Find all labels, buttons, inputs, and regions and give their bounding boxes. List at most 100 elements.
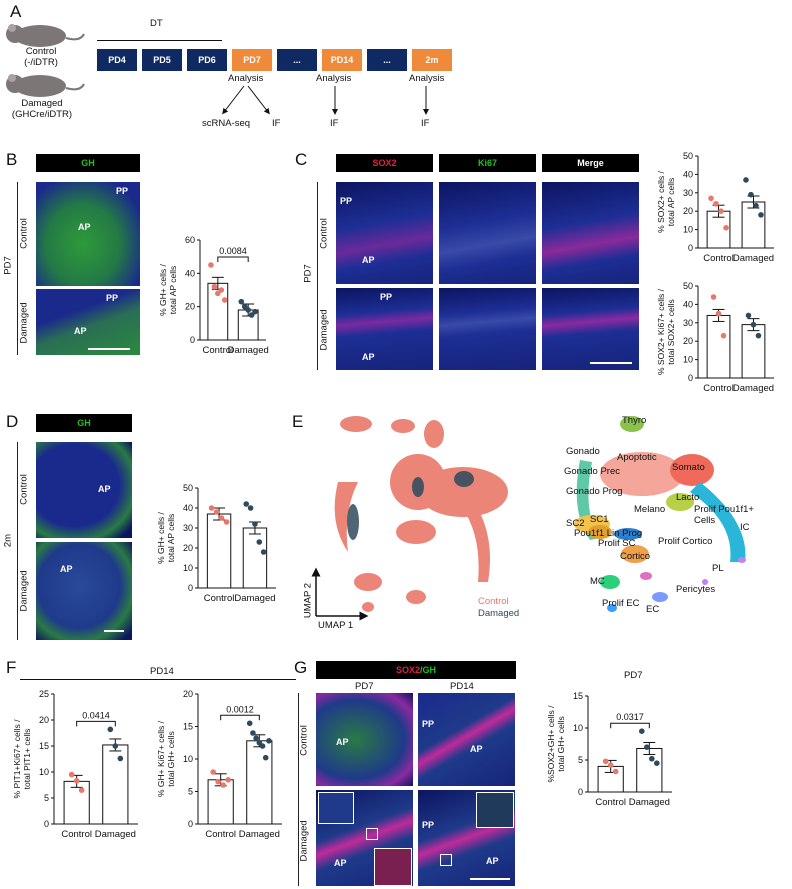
- x-tick-label-damaged: Damaged: [733, 383, 774, 394]
- x-tick-label-damaged: Damaged: [95, 829, 136, 840]
- data-point-damaged: [755, 332, 762, 339]
- data-point-control: [723, 224, 729, 231]
- data-point-control: [221, 297, 228, 303]
- data-point-damaged: [253, 735, 259, 741]
- data-point-control: [607, 762, 614, 768]
- y-axis-label: % GH+ cells /total AP cells: [156, 512, 176, 564]
- cluster-sc2: SC2: [566, 518, 585, 529]
- x-tick-label-damaged: Damaged: [629, 797, 670, 808]
- panel-b-divider: [17, 182, 18, 355]
- panel-b-stain-label: GH: [36, 154, 140, 172]
- analysis-label-1: Analysis: [228, 73, 264, 84]
- umap-cluster-plot: [574, 416, 746, 612]
- data-point-damaged: [639, 728, 645, 734]
- y-tick-label: 30: [183, 523, 193, 533]
- panel-c-row-control: Control: [318, 218, 330, 249]
- panel-g-pp-2: PP: [422, 820, 435, 830]
- panel-b-row-damaged: Damaged: [18, 302, 30, 344]
- x-tick-label-control: Control: [595, 797, 626, 808]
- y-tick-label: 60: [185, 235, 195, 245]
- y-tick-label: 20: [39, 715, 49, 725]
- cluster-lacto: Lacto: [676, 492, 700, 503]
- data-point-damaged: [107, 726, 114, 733]
- data-point-control: [218, 515, 225, 521]
- cluster-prolif-cortico: Prolif Cortico: [658, 536, 713, 547]
- x-tick-label-control: Control: [703, 253, 734, 264]
- panel-f-letter: F: [6, 658, 17, 677]
- panel-c-age-label: PD7: [302, 264, 314, 283]
- panel-d-letter: D: [6, 412, 19, 431]
- y-tick-label: 20: [183, 543, 193, 553]
- cluster-ec: EC: [646, 604, 660, 615]
- timeline-box--4: ...: [277, 49, 317, 71]
- y-tick-label: 0: [190, 335, 195, 345]
- timeline-arrows: [222, 85, 429, 115]
- y-tick-label: 40: [683, 169, 693, 179]
- panel-g-row-damaged: Damaged: [298, 820, 310, 862]
- panel-g-roi-2: [440, 854, 452, 866]
- significance-bracket: [217, 256, 249, 262]
- bar-damaged: [242, 527, 268, 589]
- data-point-control: [213, 509, 220, 515]
- data-point-control: [612, 768, 619, 775]
- cluster-pl: PL: [712, 563, 724, 574]
- panel-b-pp-damaged: PP: [106, 293, 119, 303]
- x-tick-label-control: Control: [204, 593, 235, 604]
- panel-g-ap-4: AP: [486, 856, 499, 866]
- cluster-melano: Melano: [634, 504, 666, 515]
- panel-g-roi-1: [366, 828, 378, 840]
- y-axis-label: % PIT1+Ki67+ cells /total PIT1+ cells: [12, 719, 32, 799]
- y-tick-label: 40: [683, 299, 693, 309]
- data-point-control: [211, 283, 218, 290]
- x-tick-label-control: Control: [203, 345, 234, 356]
- p-value-label: 0.0317: [616, 712, 644, 722]
- data-point-damaged: [745, 312, 752, 319]
- y-tick-label: 15: [183, 722, 193, 732]
- cluster-pericytes: Pericytes: [676, 584, 716, 595]
- panel-d-row-control: Control: [18, 474, 30, 505]
- y-tick-label: 30: [683, 188, 693, 198]
- panel-f-title: PD14: [150, 666, 174, 677]
- panel-b-control-image: [36, 182, 140, 286]
- x-tick-label-damaged: Damaged: [234, 593, 275, 604]
- panel-g-ap-3: AP: [334, 858, 347, 868]
- analysis-label-2: Analysis: [316, 73, 352, 84]
- panel-c-control-ki67-image: [439, 182, 536, 284]
- bar-control: [206, 513, 232, 589]
- y-tick-label: 15: [573, 691, 583, 701]
- y-axis-label: % GH+ cells /total AP cells: [158, 264, 178, 316]
- panel-c-stain-merge: Merge: [542, 154, 639, 172]
- data-point-control: [225, 777, 231, 783]
- timeline-box-2m-7: 2m: [412, 49, 452, 71]
- panel-c-row-damaged: Damaged: [318, 309, 330, 351]
- panel-c-stain-sox2: SOX2: [336, 154, 433, 172]
- dt-label: DT: [150, 18, 163, 29]
- y-tick-label: 25: [39, 689, 49, 699]
- p-value-label: 0.0084: [219, 246, 247, 256]
- panel-d-damaged-image: [36, 542, 132, 640]
- y-axis-label: % GH+ Ki67+ cells /total GH+ cells: [156, 720, 176, 797]
- data-point-control: [210, 769, 216, 775]
- y-tick-label: 50: [683, 151, 693, 161]
- data-point-damaged: [252, 521, 258, 527]
- panel-c-letter: C: [295, 150, 308, 169]
- bar-damaged: [741, 324, 766, 379]
- cluster-thyro: Thyro: [622, 415, 647, 426]
- panel-c-ap-control: AP: [362, 255, 375, 265]
- data-point-damaged: [654, 760, 660, 766]
- timeline-box-PD14-5: PD14: [322, 49, 362, 71]
- x-tick-label-control: Control: [703, 383, 734, 394]
- cluster-gonado-prog: Gonado Prog: [566, 486, 623, 497]
- y-tick-label: 5: [188, 787, 193, 797]
- y-tick-label: 0: [688, 373, 693, 383]
- data-point-damaged: [644, 744, 650, 750]
- significance-bracket: [76, 720, 116, 727]
- bar-control: [63, 780, 90, 825]
- data-point-control: [208, 505, 215, 511]
- data-point-damaged: [262, 754, 269, 761]
- y-tick-label: 5: [44, 793, 49, 803]
- y-tick-label: 10: [573, 723, 583, 733]
- panel-g-pp-1: PP: [422, 719, 435, 729]
